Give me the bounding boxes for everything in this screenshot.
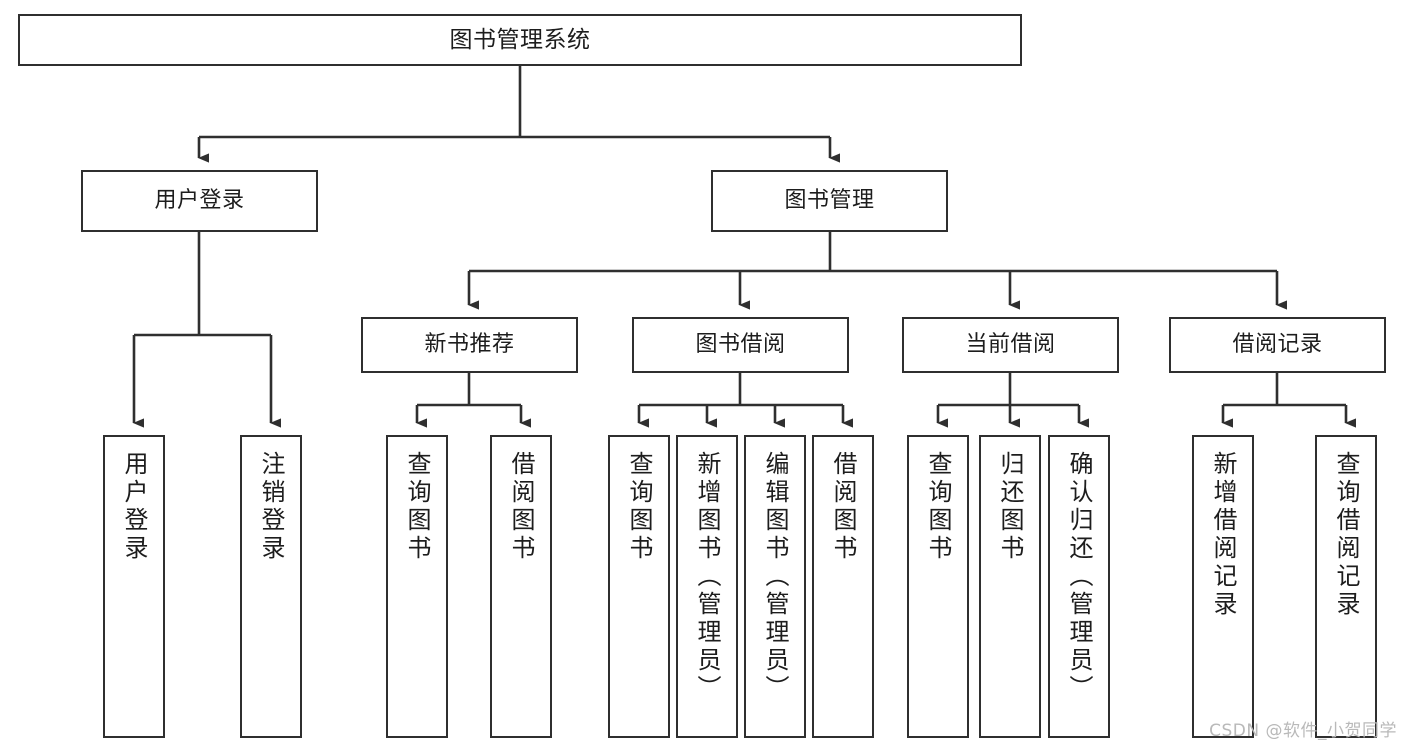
node-label: 注销登录 [257, 451, 285, 563]
node-label: 查询图书 [403, 451, 431, 563]
leaf-current-borrow-query[interactable]: 查询图书 [907, 435, 969, 738]
leaf-new-book-borrow[interactable]: 借阅图书 [490, 435, 552, 738]
leaf-book-borrow-query[interactable]: 查询图书 [608, 435, 670, 738]
leaf-current-borrow-return[interactable]: 归还图书 [979, 435, 1041, 738]
node-label: 图书借阅 [695, 332, 786, 358]
node-label: 图书管理 [784, 188, 875, 214]
node-label: 新增借阅记录 [1209, 451, 1237, 619]
node-label: 确认归还（管理员） [1065, 451, 1093, 703]
leaf-borrow-record-add[interactable]: 新增借阅记录 [1192, 435, 1254, 738]
node-label: 借阅图书 [829, 451, 857, 563]
leaf-book-borrow-edit[interactable]: 编辑图书（管理员） [744, 435, 806, 738]
node-borrow-record[interactable]: 借阅记录 [1169, 317, 1386, 373]
leaf-new-book-query[interactable]: 查询图书 [386, 435, 448, 738]
node-label: 归还图书 [996, 451, 1024, 563]
node-root-system[interactable]: 图书管理系统 [18, 14, 1022, 66]
node-label: 图书管理系统 [449, 26, 591, 53]
node-label: 借阅记录 [1232, 332, 1323, 358]
node-label: 借阅图书 [507, 451, 535, 563]
leaf-borrow-record-query[interactable]: 查询借阅记录 [1315, 435, 1377, 738]
csdn-watermark: CSDN @软件_小贺同学 [1209, 721, 1397, 741]
node-label: 查询图书 [625, 451, 653, 563]
node-label: 查询图书 [924, 451, 952, 563]
node-label: 查询借阅记录 [1332, 451, 1360, 619]
leaf-book-borrow-add[interactable]: 新增图书（管理员） [676, 435, 738, 738]
leaf-book-borrow-borrow[interactable]: 借阅图书 [812, 435, 874, 738]
node-label: 编辑图书（管理员） [761, 451, 789, 703]
node-book-borrow[interactable]: 图书借阅 [632, 317, 849, 373]
node-label: 新书推荐 [424, 332, 515, 358]
leaf-current-borrow-confirm-return[interactable]: 确认归还（管理员） [1048, 435, 1110, 738]
node-label: 用户登录 [120, 451, 148, 563]
node-current-borrow[interactable]: 当前借阅 [902, 317, 1119, 373]
leaf-user-login-login[interactable]: 用户登录 [103, 435, 165, 738]
node-new-book-recommend[interactable]: 新书推荐 [361, 317, 578, 373]
node-user-login[interactable]: 用户登录 [81, 170, 318, 232]
node-book-management[interactable]: 图书管理 [711, 170, 948, 232]
leaf-user-login-logout[interactable]: 注销登录 [240, 435, 302, 738]
node-label: 用户登录 [154, 188, 245, 214]
node-label: 新增图书（管理员） [693, 451, 721, 703]
node-label: 当前借阅 [965, 332, 1056, 358]
